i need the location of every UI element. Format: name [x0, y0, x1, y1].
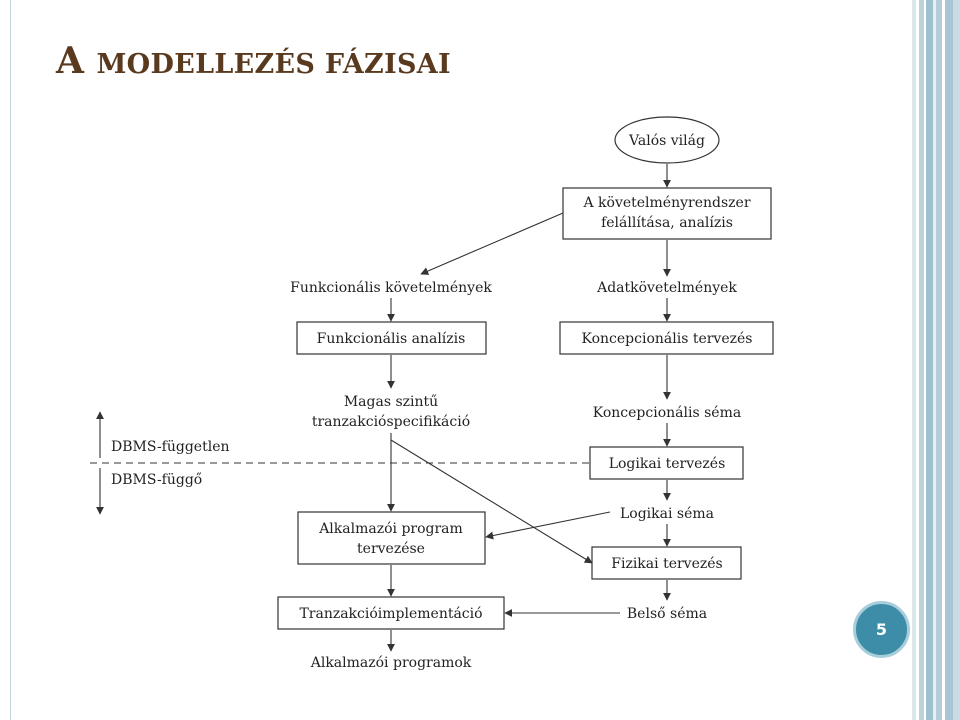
- node-funkcionalis-analizis-box: [296, 321, 487, 355]
- slide-title-first: A: [56, 40, 97, 82]
- label-logikai-sema: Logikai séma: [620, 506, 714, 522]
- node-tranzakcioimplementacio: Tranzakcióimplementáció: [299, 606, 482, 622]
- node-kovetelmeny-line2: felállítása, analízis: [601, 215, 733, 231]
- slide-title: A MODELLEZÉS FÁZISAI: [56, 40, 451, 82]
- node-alkalmazoi-box: [297, 511, 486, 565]
- node-funkcionalis-analizis: Funkcionális analízis: [317, 331, 466, 347]
- node-koncepcionalis-tervezes: Koncepcionális tervezés: [582, 331, 753, 347]
- node-fizikai-tervezes-box: [591, 546, 742, 580]
- left-border-line: [10, 0, 11, 720]
- label-funkcionalis-kovetelmenyek: Funkcionális követelmények: [290, 280, 492, 296]
- node-kovetelmeny-box: [562, 187, 772, 240]
- node-valos-vilag: Valós világ: [628, 133, 705, 149]
- right-decorative-band: [912, 0, 960, 720]
- label-dbms-fuggo: DBMS-függő: [111, 472, 202, 488]
- arrow-logikai-sema-to-alkalmazoi: [485, 511, 611, 540]
- label-koncepcionalis-sema: Koncepcionális séma: [593, 405, 741, 421]
- node-logikai-tervezes-box: [589, 446, 744, 480]
- node-koncepcionalis-tervezes-box: [559, 321, 774, 355]
- node-alkalmazoi-line1: Alkalmazói program: [318, 521, 463, 537]
- page-number: 5: [875, 620, 888, 639]
- slide-title-rest: MODELLEZÉS FÁZISAI: [96, 49, 451, 80]
- label-alkalmazoi-programok: Alkalmazói programok: [310, 655, 472, 671]
- label-belso-sema: Belső séma: [627, 606, 707, 622]
- node-fizikai-tervezes: Fizikai tervezés: [611, 556, 722, 572]
- node-logikai-tervezes: Logikai tervezés: [609, 456, 726, 472]
- label-magas-szintu-line1: Magas szintű: [344, 394, 438, 410]
- label-dbms-fuggetlen: DBMS-független: [111, 439, 230, 455]
- node-alkalmazoi-line2: tervezése: [357, 541, 425, 557]
- label-adatkovetelmenyek: Adatkövetelmények: [596, 280, 737, 296]
- page-number-badge: 5: [853, 601, 910, 658]
- node-tranzakcioimplementacio-box: [277, 596, 505, 630]
- node-kovetelmeny-line1: A követelményrendszer: [582, 195, 750, 211]
- arrow-magas-to-fizikai: [390, 439, 593, 564]
- label-magas-szintu-line2: tranzakcióspecifikáció: [312, 414, 470, 430]
- arrow-kovetelmeny-to-funkcionalis: [420, 212, 564, 275]
- node-valos-vilag-shape: [614, 116, 720, 164]
